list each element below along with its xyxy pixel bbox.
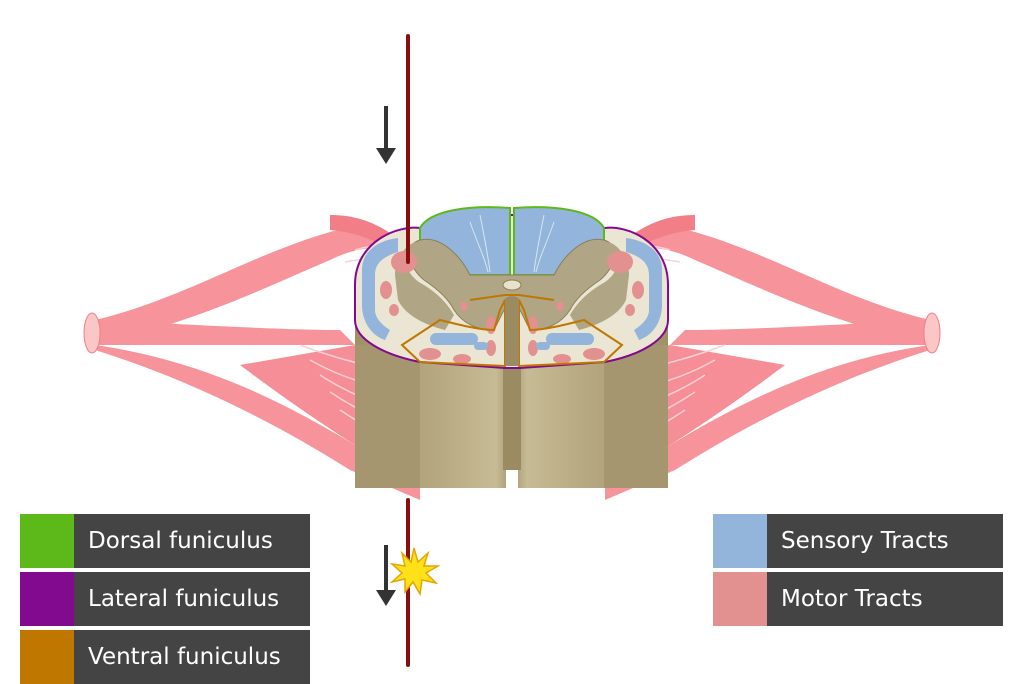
legend-swatch xyxy=(713,572,767,626)
legend-label: Ventral funiculus xyxy=(74,630,310,684)
legend-swatch xyxy=(20,630,74,684)
legend-item-dorsal-funiculus: Dorsal funiculus xyxy=(20,514,310,568)
legend-label: Sensory Tracts xyxy=(767,514,1003,568)
legend-item-ventral-funiculus: Ventral funiculus xyxy=(20,630,310,684)
down-arrow-icon xyxy=(376,106,396,164)
legend-swatch xyxy=(713,514,767,568)
legend-swatch xyxy=(20,572,74,626)
legend-item-sensory-tracts: Sensory Tracts xyxy=(713,514,1003,568)
spark-icon xyxy=(389,547,441,597)
spinal-cord-cross-section xyxy=(354,206,669,369)
down-arrow-icon xyxy=(376,545,396,606)
legend-item-motor-tracts: Motor Tracts xyxy=(713,572,1003,626)
legend-label: Lateral funiculus xyxy=(74,572,310,626)
legend-label: Motor Tracts xyxy=(767,572,1003,626)
legend-swatch xyxy=(20,514,74,568)
legend-item-lateral-funiculus: Lateral funiculus xyxy=(20,572,310,626)
legend-label: Dorsal funiculus xyxy=(74,514,310,568)
